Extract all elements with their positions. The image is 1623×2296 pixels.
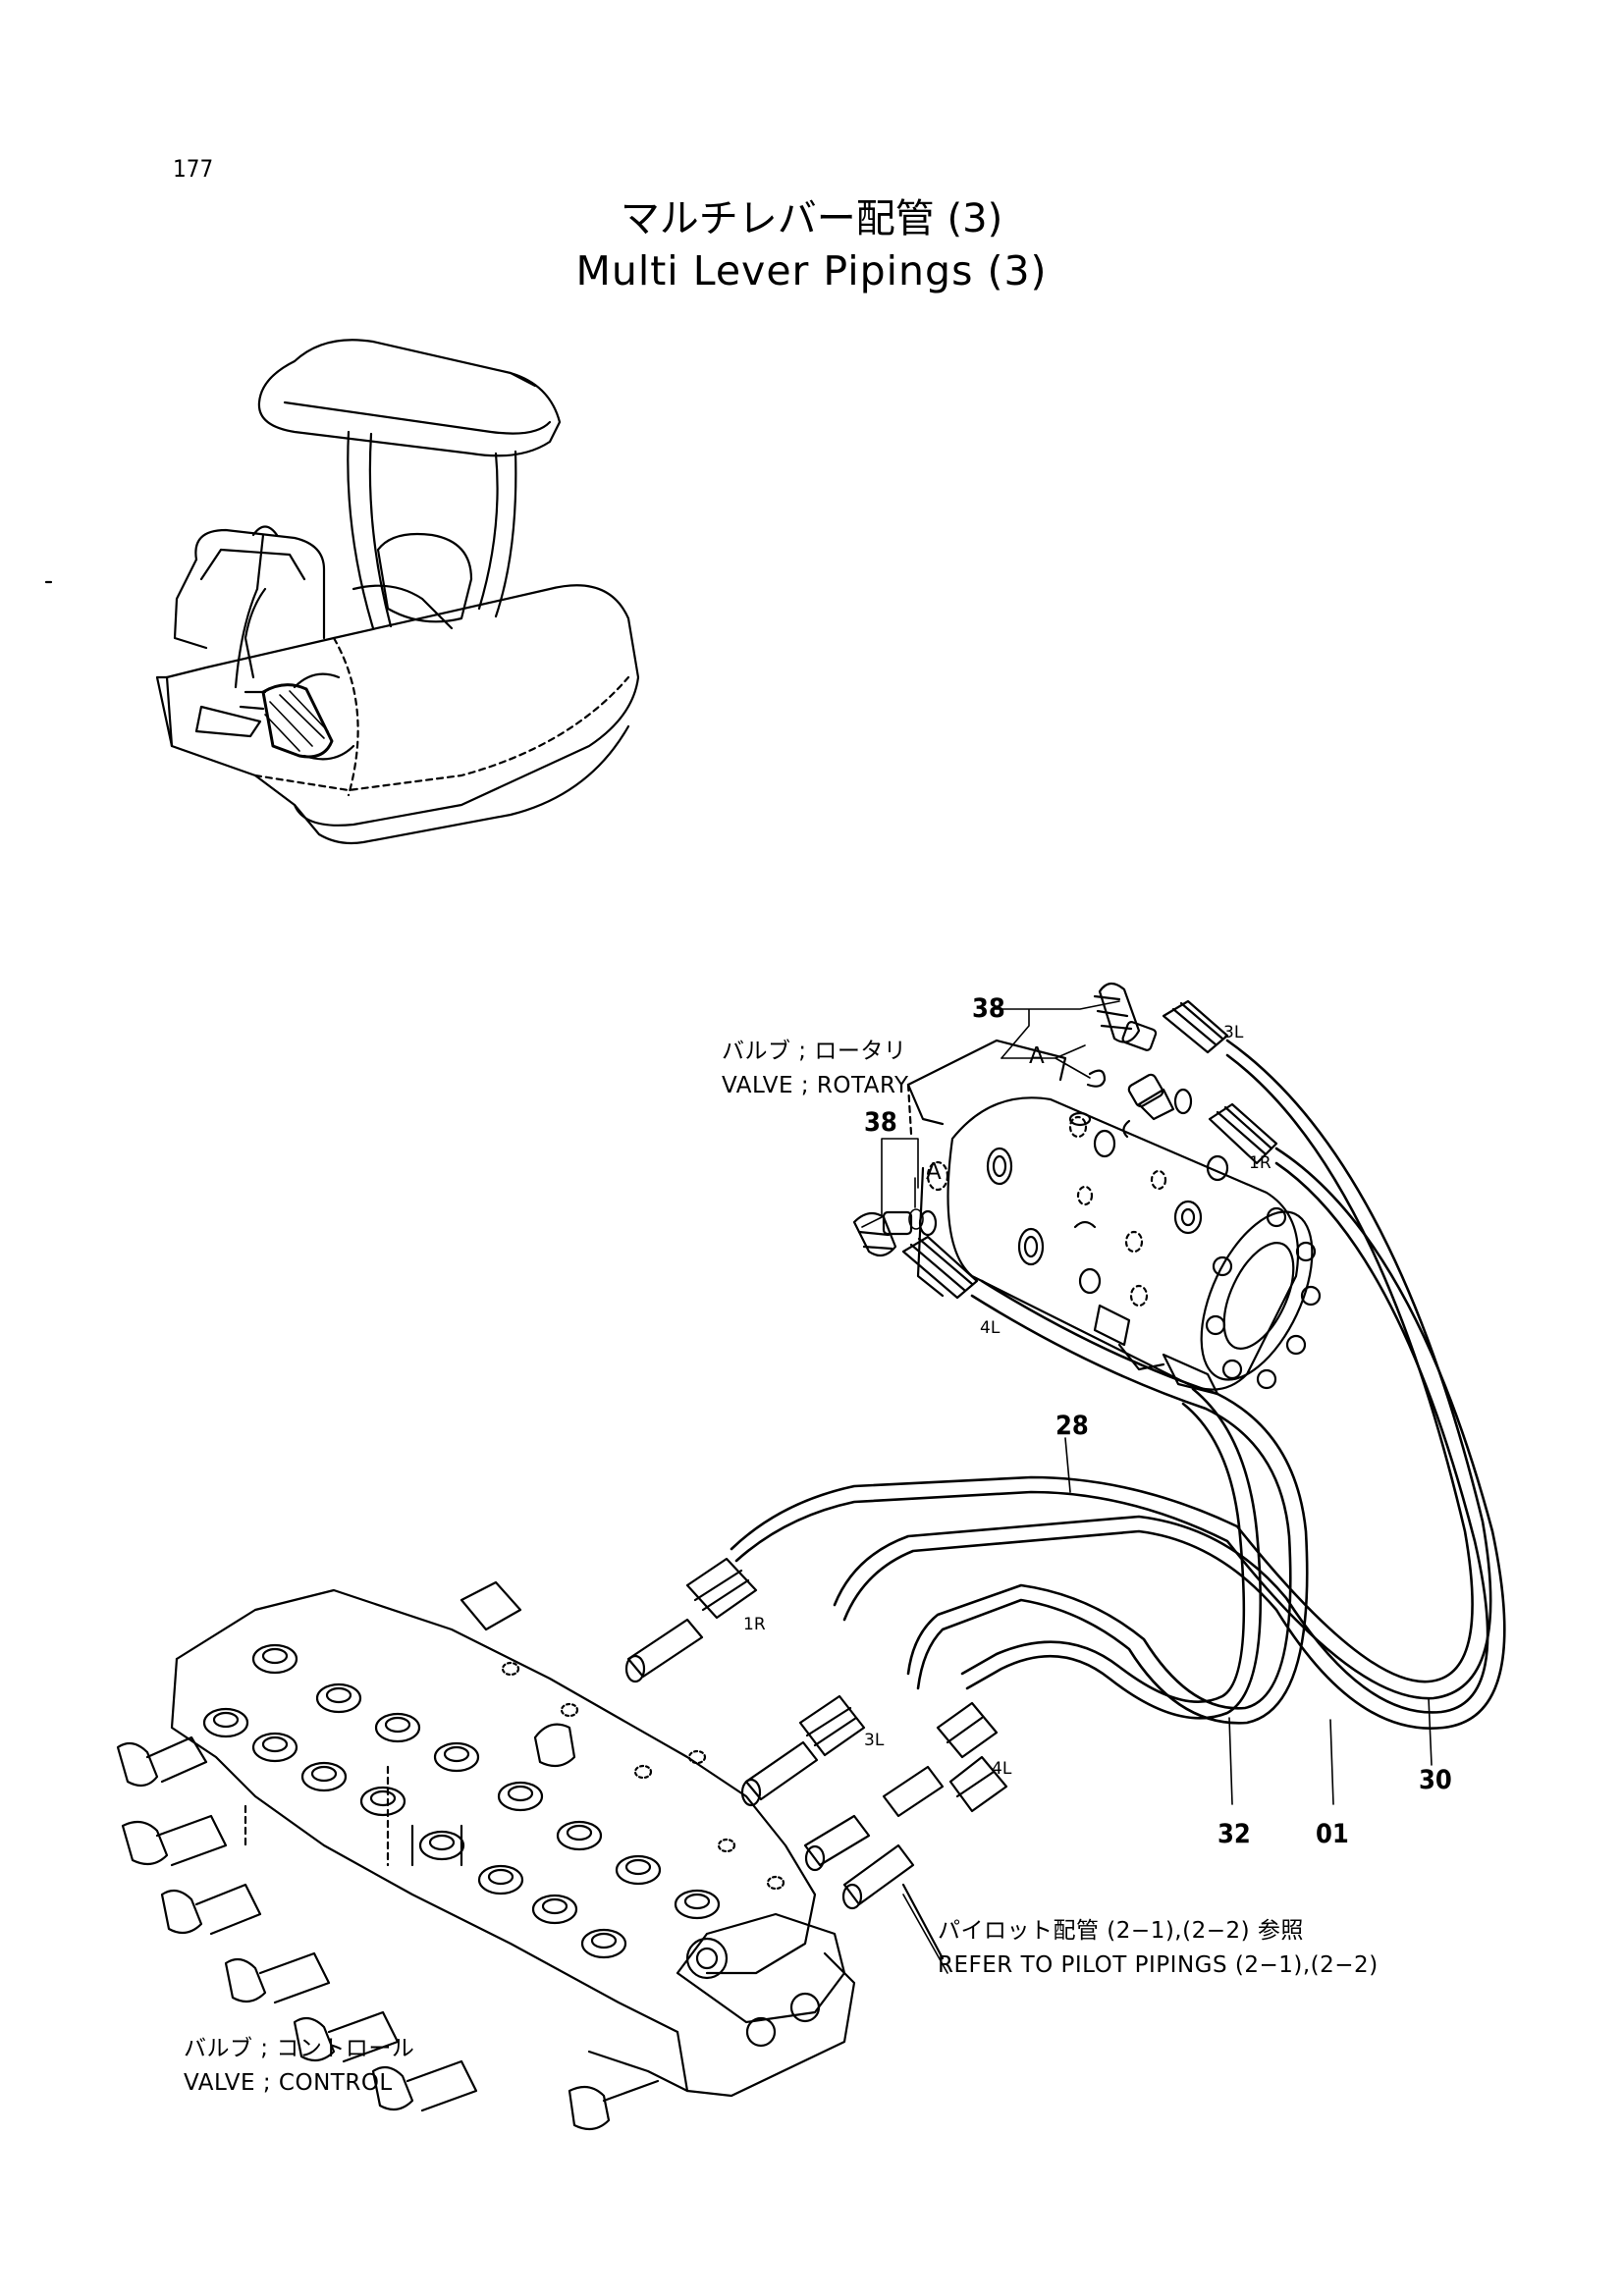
port-label-1r-bottom: 1R: [743, 1615, 766, 1634]
hose-01: [833, 1147, 1506, 1731]
leader-lines: [861, 1000, 1433, 1974]
hose-end-4l-bottom: [882, 1701, 1008, 1818]
page-title-english: Multi Lever Pipings (3): [575, 247, 1048, 294]
port-label-1r-top: 1R: [1249, 1153, 1271, 1173]
machine-overview-illustration: [155, 339, 640, 845]
control-valve: [116, 1580, 856, 2131]
view-mark-a-left: A: [926, 1159, 943, 1185]
o-rings: [501, 1661, 785, 1891]
label-pilot-ref-en: REFER TO PILOT PIPINGS (2−1),(2−2): [938, 1952, 1379, 1978]
port-label-3l-top: 3L: [1223, 1023, 1244, 1042]
view-mark-a-top: A: [1029, 1043, 1046, 1069]
part-number-30: 30: [1419, 1765, 1452, 1795]
pilot-fittings: [803, 1814, 945, 1960]
label-rotary-valve-en: VALVE ; ROTARY: [722, 1073, 909, 1098]
port-label-4l-bottom: 4L: [992, 1759, 1012, 1779]
hose-28: [906, 1279, 1309, 1725]
part-number-32: 32: [1217, 1819, 1251, 1849]
page-title-japanese: マルチレバー配管 (3): [620, 196, 1003, 241]
hose-30: [730, 1039, 1492, 1700]
part-number-38-left: 38: [864, 1107, 897, 1138]
hose-end-1r-bottom: [624, 1557, 758, 1683]
hose-end-3l-bottom: [740, 1694, 866, 1807]
port-label-3l-bottom: 3L: [864, 1731, 885, 1750]
label-control-valve-jp: バルブ ; コントロール: [184, 2036, 415, 2061]
part-number-28: 28: [1055, 1411, 1089, 1441]
port-label-4l-top: 4L: [980, 1318, 1001, 1338]
elbow-fitting-38-top: [1093, 982, 1193, 1139]
hose-32: [960, 1387, 1263, 1720]
hose-end-3l-top: [1162, 999, 1229, 1054]
page-number: 177: [173, 155, 214, 183]
part-number-38-top: 38: [972, 993, 1005, 1024]
elbow-fitting-38-left: [852, 1209, 938, 1257]
part-number-01: 01: [1316, 1819, 1349, 1849]
hose-end-1r-top: [1208, 1102, 1278, 1165]
hose-end-4l-top: [901, 1235, 979, 1300]
label-rotary-valve-jp: バルブ ; ロータリ: [722, 1039, 907, 1064]
label-control-valve-en: VALVE ; CONTROL: [184, 2070, 393, 2096]
label-pilot-ref-jp: パイロット配管 (2−1),(2−2) 参照: [938, 1918, 1304, 1944]
